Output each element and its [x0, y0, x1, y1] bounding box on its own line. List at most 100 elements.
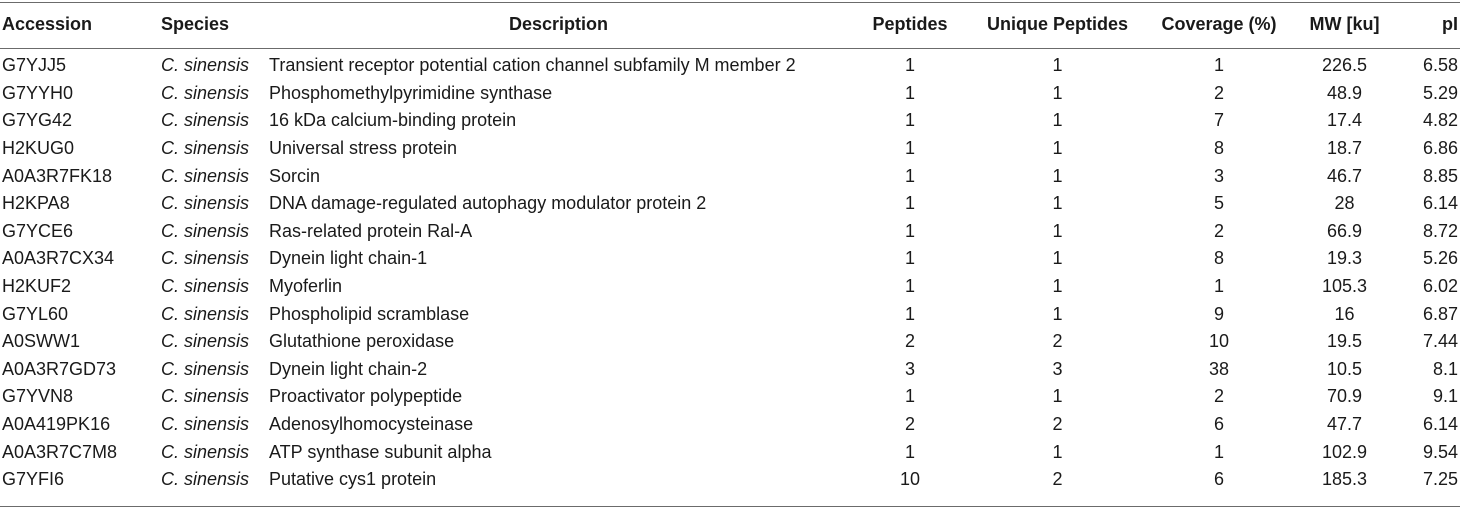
- cell-mw: 18.7: [1326, 138, 1363, 159]
- cell-peptides: 1: [904, 386, 915, 407]
- cell-accession: A0A3R7C7M8: [2, 441, 118, 462]
- cell-description: 16 kDa calcium-binding protein: [269, 110, 517, 131]
- cell-species: C. sinensis: [161, 138, 250, 159]
- cell-coverage: 6: [1213, 469, 1224, 490]
- cell-unique-peptides: 1: [1052, 55, 1063, 76]
- cell-species: C. sinensis: [161, 303, 250, 324]
- cell-accession: G7YG42: [2, 110, 73, 131]
- cell-species: C. sinensis: [161, 110, 250, 131]
- cell-description: Dynein light chain-1: [269, 248, 428, 269]
- table-row: A0SWW1 C. sinensis Glutathione peroxidas…: [0, 328, 1460, 356]
- cell-peptides: 1: [904, 276, 915, 297]
- table-row: G7YVN8 C. sinensis Proactivator polypept…: [0, 383, 1460, 411]
- col-header-peptides: Peptides: [872, 13, 948, 34]
- cell-coverage: 1: [1213, 276, 1224, 297]
- cell-unique-peptides: 2: [1052, 414, 1063, 435]
- cell-species: C. sinensis: [161, 248, 250, 269]
- cell-coverage: 8: [1213, 248, 1224, 269]
- table-row: H2KPA8 C. sinensis DNA damage-regulated …: [0, 190, 1460, 218]
- table-row: G7YYH0 C. sinensis Phosphomethylpyrimidi…: [0, 80, 1460, 108]
- cell-mw: 105.3: [1321, 276, 1368, 297]
- cell-peptides: 2: [904, 331, 915, 352]
- cell-mw: 17.4: [1326, 110, 1363, 131]
- cell-species: C. sinensis: [161, 276, 250, 297]
- cell-unique-peptides: 1: [1052, 82, 1063, 103]
- cell-pi: 9.54: [1422, 441, 1458, 462]
- col-header-coverage: Coverage (%): [1161, 13, 1277, 34]
- cell-species: C. sinensis: [161, 331, 250, 352]
- cell-pi: 6.58: [1422, 55, 1458, 76]
- col-header-accession: Accession: [2, 13, 93, 34]
- cell-unique-peptides: 2: [1052, 469, 1063, 490]
- cell-unique-peptides: 1: [1052, 165, 1063, 186]
- cell-unique-peptides: 1: [1052, 386, 1063, 407]
- cell-mw: 19.3: [1326, 248, 1363, 269]
- cell-coverage: 6: [1213, 414, 1224, 435]
- table-row: H2KUF2 C. sinensis Myoferlin 1 1 1 105.3…: [0, 273, 1460, 301]
- cell-mw: 70.9: [1326, 386, 1363, 407]
- table-row: G7YFI6 C. sinensis Putative cys1 protein…: [0, 466, 1460, 494]
- cell-mw: 28: [1334, 193, 1355, 214]
- cell-coverage: 1: [1213, 441, 1224, 462]
- cell-peptides: 1: [904, 248, 915, 269]
- cell-peptides: 1: [904, 110, 915, 131]
- cell-mw: 10.5: [1326, 358, 1363, 379]
- cell-description: DNA damage-regulated autophagy modulator…: [269, 193, 707, 214]
- cell-coverage: 5: [1213, 193, 1224, 214]
- cell-peptides: 1: [904, 165, 915, 186]
- cell-pi: 5.26: [1422, 248, 1458, 269]
- header-row: Accession Species Description Peptides U…: [0, 0, 1460, 48]
- cell-description: Putative cys1 protein: [269, 469, 437, 490]
- cell-pi: 8.85: [1422, 165, 1458, 186]
- cell-peptides: 1: [904, 138, 915, 159]
- col-header-species: Species: [161, 13, 230, 34]
- cell-unique-peptides: 1: [1052, 276, 1063, 297]
- cell-species: C. sinensis: [161, 441, 250, 462]
- col-header-pi: pI: [1442, 13, 1458, 34]
- cell-species: C. sinensis: [161, 193, 250, 214]
- cell-pi: 6.14: [1422, 414, 1458, 435]
- cell-mw: 185.3: [1321, 469, 1368, 490]
- cell-species: C. sinensis: [161, 386, 250, 407]
- cell-peptides: 1: [904, 441, 915, 462]
- cell-species: C. sinensis: [161, 55, 250, 76]
- cell-pi: 8.72: [1422, 220, 1458, 241]
- cell-accession: G7YL60: [2, 303, 69, 324]
- cell-coverage: 8: [1213, 138, 1224, 159]
- cell-peptides: 1: [904, 193, 915, 214]
- cell-peptides: 10: [899, 469, 921, 490]
- cell-unique-peptides: 1: [1052, 220, 1063, 241]
- cell-description: Phosphomethylpyrimidine synthase: [269, 82, 553, 103]
- cell-accession: A0A3R7FK18: [2, 165, 113, 186]
- cell-pi: 9.1: [1432, 386, 1458, 407]
- cell-description: Glutathione peroxidase: [269, 331, 455, 352]
- cell-pi: 4.82: [1422, 110, 1458, 131]
- cell-coverage: 3: [1213, 165, 1224, 186]
- cell-description: Phospholipid scramblase: [269, 303, 470, 324]
- cell-accession: A0A3R7GD73: [2, 358, 117, 379]
- cell-description: ATP synthase subunit alpha: [269, 441, 492, 462]
- cell-pi: 6.14: [1422, 193, 1458, 214]
- cell-species: C. sinensis: [161, 220, 250, 241]
- cell-unique-peptides: 1: [1052, 303, 1063, 324]
- cell-mw: 19.5: [1326, 331, 1363, 352]
- cell-coverage: 2: [1213, 220, 1224, 241]
- cell-accession: G7YCE6: [2, 220, 74, 241]
- cell-coverage: 10: [1208, 331, 1230, 352]
- cell-unique-peptides: 1: [1052, 110, 1063, 131]
- col-header-description: Description: [508, 13, 609, 34]
- cell-peptides: 1: [904, 82, 915, 103]
- table-row: A0A419PK16 C. sinensis Adenosylhomocyste…: [0, 411, 1460, 439]
- cell-species: C. sinensis: [161, 414, 250, 435]
- cell-pi: 7.25: [1422, 469, 1458, 490]
- table-row: A0A3R7CX34 C. sinensis Dynein light chai…: [0, 245, 1460, 273]
- cell-description: Dynein light chain-2: [269, 358, 428, 379]
- table-header-rule: [0, 48, 1460, 49]
- cell-species: C. sinensis: [161, 82, 250, 103]
- cell-description: Ras-related protein Ral-A: [269, 220, 473, 241]
- cell-unique-peptides: 1: [1052, 193, 1063, 214]
- col-header-mw: MW [ku]: [1309, 13, 1380, 34]
- table-body: G7YJJ5 C. sinensis Transient receptor po…: [0, 48, 1460, 494]
- cell-coverage: 2: [1213, 82, 1224, 103]
- cell-description: Universal stress protein: [269, 138, 458, 159]
